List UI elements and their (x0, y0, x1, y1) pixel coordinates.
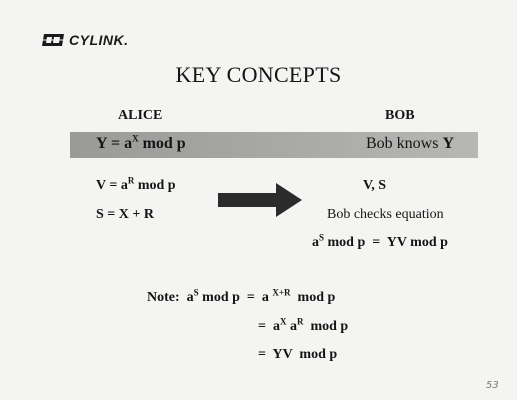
public-key-equation: Y = aX mod p (96, 133, 186, 152)
page-number: 53 (486, 380, 499, 391)
bob-values: V, S (363, 178, 387, 193)
note-line-2: = aX aR mod p (258, 316, 349, 334)
cylink-logo: CYLINK. (40, 32, 129, 48)
s-equation: S = X + R (96, 207, 154, 222)
key-band: Y = aX mod p Bob knows Y (70, 132, 478, 158)
bob-check-equation: aS mod p = YV mod p (312, 232, 448, 250)
bob-knows-text: Bob knows Y (365, 135, 454, 152)
right-arrow-icon (218, 183, 302, 217)
bob-header: BOB (385, 108, 415, 123)
note-line-1: Note: aS mod p = a X+R mod p (147, 287, 336, 305)
slide-title: KEY CONCEPTS (175, 62, 342, 87)
bob-checks-text: Bob checks equation (327, 207, 444, 222)
v-equation: V = aR mod p (96, 175, 176, 193)
logo-text: CYLINK. (69, 32, 129, 48)
cylink-logo-mark-icon (42, 34, 64, 46)
alice-header: ALICE (118, 108, 163, 123)
note-line-3: = YV mod p (258, 347, 338, 362)
